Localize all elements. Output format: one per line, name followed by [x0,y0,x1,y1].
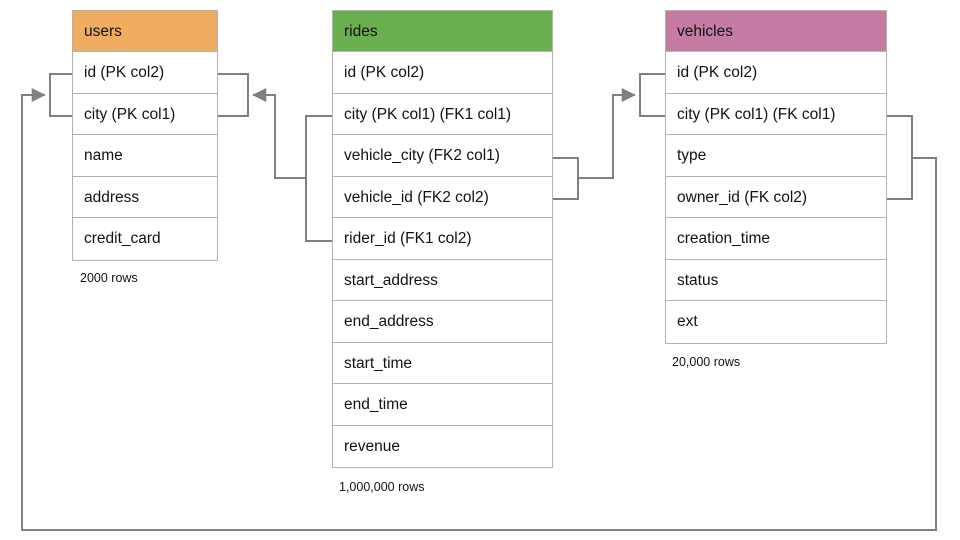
field-vehicles-creation-time[interactable]: creation_time [666,218,886,260]
field-users-city[interactable]: city (PK col1) [73,93,217,135]
field-users-name[interactable]: name [73,135,217,177]
field-users-id[interactable]: id (PK col2) [73,52,217,94]
connector-users-bracket [218,73,249,117]
entity-vehicles[interactable]: vehicles id (PK col2) city (PK col1) (FK… [665,10,887,344]
rowcount-users: 2000 rows [80,271,138,285]
entity-users[interactable]: users id (PK col2) city (PK col1) name a… [72,10,218,261]
field-rides-rider-id[interactable]: rider_id (FK1 col2) [333,218,552,260]
field-vehicles-owner-id[interactable]: owner_id (FK col2) [666,176,886,218]
connector-rides-fk2-bracket [553,157,579,200]
connector-users-left-bracket [49,73,72,117]
rowcount-vehicles: 20,000 rows [672,355,741,369]
field-rides-vehicle-id[interactable]: vehicle_id (FK2 col2) [333,176,552,218]
entity-users-title: users [73,11,217,52]
field-users-address[interactable]: address [73,176,217,218]
field-vehicles-id[interactable]: id (PK col2) [666,52,886,94]
field-vehicles-type[interactable]: type [666,135,886,177]
field-rides-city[interactable]: city (PK col1) (FK1 col1) [333,93,552,135]
connector-vehicles-fk-bracket [887,115,913,200]
field-rides-revenue[interactable]: revenue [333,425,552,467]
field-vehicles-city[interactable]: city (PK col1) (FK col1) [666,93,886,135]
field-rides-id[interactable]: id (PK col2) [333,52,552,94]
field-vehicles-ext[interactable]: ext [666,301,886,343]
entity-rides[interactable]: rides id (PK col2) city (PK col1) (FK1 c… [332,10,553,468]
entity-vehicles-title: vehicles [666,11,886,52]
field-vehicles-status[interactable]: status [666,259,886,301]
field-rides-start-address[interactable]: start_address [333,259,552,301]
entity-rides-title: rides [333,11,552,52]
connector-fk2-rides-to-vehicles [578,88,636,179]
connector-vehicles-left-bracket [639,73,665,117]
connector-rides-fk1-bracket [305,115,332,242]
field-rides-end-address[interactable]: end_address [333,301,552,343]
field-users-credit-card[interactable]: credit_card [73,218,217,260]
connector-fk1-rides-to-users [252,88,306,179]
field-rides-end-time[interactable]: end_time [333,384,552,426]
field-rides-vehicle-city[interactable]: vehicle_city (FK2 col1) [333,135,552,177]
rowcount-rides: 1,000,000 rows [339,480,425,494]
field-rides-start-time[interactable]: start_time [333,342,552,384]
